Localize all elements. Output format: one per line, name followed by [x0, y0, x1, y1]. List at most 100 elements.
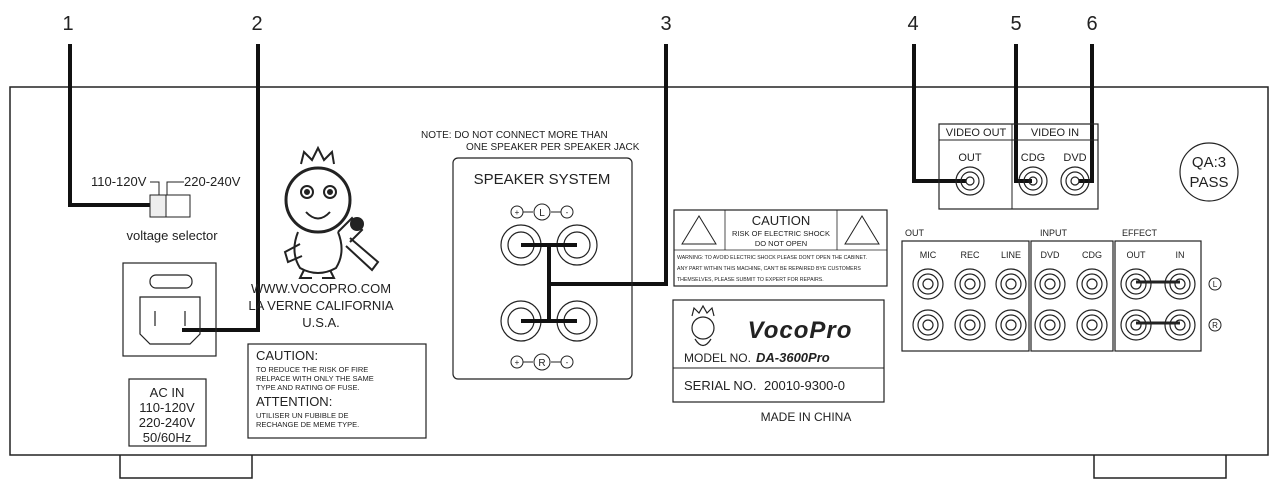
- video-cdg-label: CDG: [1021, 152, 1045, 164]
- fuse-holder: [149, 274, 193, 289]
- brand-logo: VocoPro: [748, 317, 853, 344]
- video-out-jack: [955, 166, 985, 196]
- warning-triangle-left-icon: [681, 215, 717, 245]
- audio-out-group: [901, 240, 1030, 352]
- col-rec-label: REC: [960, 250, 980, 260]
- fuse-caution-line3: TYPE AND RATING OF FUSE.: [256, 383, 360, 392]
- serial-number: 20010-9300-0: [764, 378, 845, 393]
- voltage-bracket: [150, 181, 184, 196]
- leader-1: [68, 44, 152, 207]
- voltage-110-label: 110-120V: [91, 174, 147, 189]
- model-plate: [672, 299, 885, 403]
- address-line2: LA VERNE CALIFORNIA: [248, 298, 394, 313]
- voltage-selector-label: voltage selector: [126, 228, 218, 243]
- col-cdg-label: CDG: [1082, 250, 1102, 260]
- shock-caution-sub1: RISK OF ELECTRIC SHOCK: [732, 229, 830, 238]
- video-out-label: OUT: [958, 152, 982, 164]
- address-line1: WWW.VOCOPRO.COM: [251, 281, 391, 296]
- speaker-l-minus: -: [566, 208, 569, 217]
- power-inlet-frame: [122, 262, 217, 357]
- ac-in-line4: 50/60Hz: [143, 430, 191, 445]
- dvd-l-jack: [1034, 268, 1066, 300]
- rec-l-jack: [954, 268, 986, 300]
- speaker-system-title: SPEAKER SYSTEM: [474, 171, 611, 188]
- rec-r-jack: [954, 309, 986, 341]
- fuse-caution-box: [247, 343, 427, 439]
- audio-input-header: INPUT: [1040, 228, 1068, 238]
- model-prefix: MODEL NO.: [684, 351, 751, 365]
- speaker-r-label: R: [538, 358, 545, 369]
- ac-in-line3: 220-240V: [139, 415, 196, 430]
- col-effect-in-label: IN: [1176, 250, 1185, 260]
- fuse-caution-title: CAUTION:: [256, 348, 318, 363]
- video-dvd-jack: [1060, 166, 1090, 196]
- voltage-220-label: 220-240V: [184, 174, 241, 189]
- channel-r-marker: [1208, 318, 1222, 332]
- mic-l-jack: [912, 268, 944, 300]
- col-line-label: LINE: [1001, 250, 1021, 260]
- callout-4: 4: [907, 13, 918, 35]
- speaker-r-plus: +: [515, 358, 520, 367]
- audio-input-group: [1030, 240, 1114, 352]
- leader-3: [550, 44, 668, 286]
- col-dvd-label: DVD: [1040, 250, 1060, 260]
- audio-effect-header: EFFECT: [1122, 228, 1158, 238]
- plate-lion-logo: [691, 304, 715, 347]
- lion-mascot-logo: [283, 145, 380, 279]
- callout-1: 1: [62, 13, 73, 35]
- fuse-attention-line2: RECHANGE DE MEME TYPE.: [256, 420, 359, 429]
- shock-warning-line3: THEMSELVES, PLEASE SUBMIT TO EXPERT FOR …: [677, 277, 824, 283]
- qa-line1: QA:3: [1192, 154, 1226, 171]
- audio-effect-group: [1114, 240, 1202, 352]
- power-inlet-socket: [139, 296, 201, 345]
- video-jack-box: [938, 123, 1099, 210]
- model-number: DA-3600Pro: [756, 350, 830, 365]
- channel-r-label: R: [1212, 321, 1218, 330]
- speaker-note-line2: ONE SPEAKER PER SPEAKER JACK: [466, 142, 640, 153]
- leader-5: [1014, 44, 1032, 183]
- effect-loop-cables: [1136, 280, 1180, 325]
- warning-triangle-right-icon: [844, 215, 880, 245]
- shock-warning-box: [673, 209, 888, 287]
- ac-in-line2: 110-120V: [139, 400, 195, 415]
- speaker-r-minus: -: [566, 358, 569, 367]
- leader-6: [1079, 44, 1094, 183]
- speaker-l-label: L: [539, 208, 545, 219]
- channel-l-marker: [1208, 277, 1222, 291]
- callout-6: 6: [1086, 13, 1097, 35]
- callout-leaders: [68, 44, 1094, 332]
- leader-4: [912, 44, 966, 183]
- video-cdg-jack: [1018, 166, 1048, 196]
- shock-caution-sub2: DO NOT OPEN: [755, 239, 807, 248]
- line-l-jack: [995, 268, 1027, 300]
- fuse-caution-line1: TO REDUCE THE RISK OF FIRE: [256, 365, 368, 374]
- cdg-r-jack: [1076, 309, 1108, 341]
- left-foot: [119, 455, 253, 479]
- col-mic-label: MIC: [920, 250, 937, 260]
- serial-prefix: SERIAL NO.: [684, 378, 756, 393]
- speaker-l-markers: [510, 203, 574, 221]
- speaker-callout-bracket: [521, 243, 577, 323]
- callout-5: 5: [1010, 13, 1021, 35]
- effect-in-l-jack: [1164, 268, 1196, 300]
- audio-out-header: OUT: [905, 228, 925, 238]
- shock-caution-title: CAUTION: [752, 213, 811, 228]
- effect-in-r-jack: [1164, 309, 1196, 341]
- line-r-jack: [995, 309, 1027, 341]
- qa-line2: PASS: [1190, 174, 1229, 191]
- speaker-system-box: [452, 157, 633, 380]
- fuse-attention-title: ATTENTION:: [256, 394, 332, 409]
- leader-2: [182, 44, 260, 332]
- speaker-note-line1: NOTE: DO NOT CONNECT MORE THAN: [421, 130, 608, 141]
- ac-in-box: [128, 378, 207, 447]
- col-effect-out-label: OUT: [1127, 250, 1147, 260]
- shock-warning-line2: ANY PART WITHIN THIS MACHINE, CAN'T BE R…: [677, 266, 861, 272]
- audio-jacks-top-row: [912, 268, 1196, 300]
- qa-pass-sticker: [1179, 142, 1239, 202]
- callout-3: 3: [660, 13, 671, 35]
- fuse-attention-line1: UTILISER UN FUBIBLE DE: [256, 411, 349, 420]
- fuse-caution-line2: RELPACE WITH ONLY THE SAME: [256, 374, 374, 383]
- chassis: [9, 86, 1269, 456]
- audio-jacks-bottom-row: [912, 309, 1196, 341]
